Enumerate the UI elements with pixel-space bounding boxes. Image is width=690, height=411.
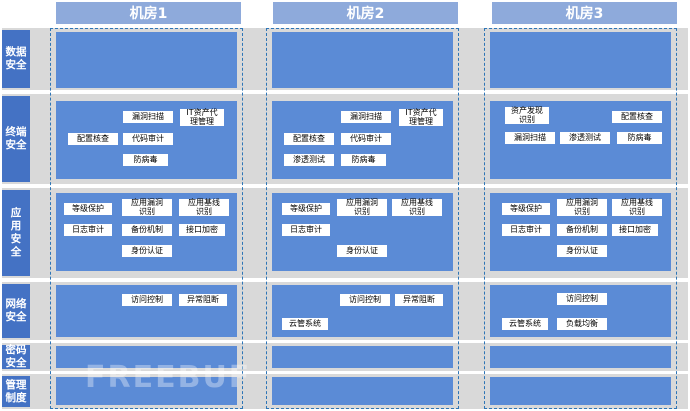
room-2-header: 机房2 [273, 2, 458, 24]
tag-r3-app-vuln: 应用漏洞 识别 [557, 198, 607, 216]
cell-r1-management [56, 377, 237, 405]
tag-r1-api-encrypt: 接口加密 [179, 224, 225, 236]
room-1-outline [50, 28, 243, 409]
cell-r1-network [56, 285, 237, 337]
cell-r2-data [272, 32, 453, 88]
tag-r3-api-encrypt: 接口加密 [612, 224, 658, 236]
row-label-management: 管理 制度 [2, 376, 30, 407]
tag-r3-load-balance: 负载均衡 [557, 318, 607, 330]
tag-r2-pentest: 渗透测试 [284, 154, 334, 166]
tag-r3-backup: 备份机制 [557, 224, 607, 236]
tag-r3-app-baseline: 应用基线 识别 [612, 198, 662, 216]
tag-r1-log-audit: 日志审计 [64, 224, 112, 236]
tag-r3-antivirus: 防病毒 [617, 132, 662, 144]
tag-r1-identity: 身份认证 [122, 245, 172, 257]
tag-r1-anomaly-block: 异常阻断 [179, 294, 227, 306]
tag-r2-anomaly-block: 异常阻断 [395, 294, 443, 306]
tag-r1-app-vuln: 应用漏洞 识别 [122, 198, 172, 216]
cell-r2-crypto [272, 346, 453, 368]
tag-r1-level-protect: 等级保护 [64, 203, 112, 215]
tag-r2-it-asset: IT资产代 理管理 [399, 108, 443, 126]
cell-r1-crypto [56, 346, 237, 368]
tag-r3-access-control: 访问控制 [557, 293, 607, 305]
row-label-data-security: 数据 安全 [2, 30, 30, 88]
tag-r2-leak-scan: 漏洞扫描 [341, 111, 391, 123]
tag-r3-log-audit: 日志审计 [502, 224, 550, 236]
tag-r1-app-baseline: 应用基线 识别 [179, 198, 229, 216]
row-label-crypto-security: 密码 安全 [2, 344, 30, 369]
tag-r2-app-baseline: 应用基线 识别 [392, 198, 442, 216]
tag-r2-identity: 身份认证 [337, 245, 387, 257]
tag-r2-config-check: 配置核查 [284, 133, 334, 145]
tag-r2-level-protect: 等级保护 [282, 203, 330, 215]
tag-r1-backup: 备份机制 [122, 224, 172, 236]
tag-r1-config-check: 配置核查 [68, 133, 118, 145]
tag-r3-config-check: 配置核查 [612, 111, 662, 123]
cell-r3-management [490, 377, 671, 405]
tag-r1-access-control: 访问控制 [122, 294, 172, 306]
tag-r2-access-control: 访问控制 [340, 294, 390, 306]
cell-r1-data [56, 32, 237, 88]
room-3-header: 机房3 [492, 2, 677, 24]
cell-r3-data [490, 32, 671, 88]
tag-r3-identity: 身份认证 [557, 245, 607, 257]
tag-r1-code-audit: 代码审计 [123, 133, 173, 145]
tag-r2-antivirus: 防病毒 [341, 154, 386, 166]
watermark-logo: FREEBUF [85, 360, 252, 395]
tag-r1-leak-scan: 漏洞扫描 [123, 111, 173, 123]
row-label-network-security: 网络 安全 [2, 284, 30, 338]
tag-r2-cloud-mgmt: 云管系统 [282, 318, 328, 330]
tag-r3-cloud-mgmt: 云管系统 [502, 318, 548, 330]
room-1-header: 机房1 [56, 2, 241, 24]
tag-r3-leak-scan: 漏洞扫描 [505, 132, 555, 144]
tag-r2-log-audit: 日志审计 [282, 224, 330, 236]
tag-r2-code-audit: 代码审计 [341, 133, 391, 145]
tag-r3-asset-discovery: 资产发现 识别 [505, 106, 549, 124]
tag-r1-antivirus: 防病毒 [123, 154, 168, 166]
tag-r2-app-vuln: 应用漏洞 识别 [337, 198, 387, 216]
room-3-outline [484, 28, 677, 409]
row-label-terminal-security: 终端 安全 [2, 96, 30, 182]
cell-r3-crypto [490, 346, 671, 368]
tag-r3-level-protect: 等级保护 [502, 203, 550, 215]
room-2-outline [266, 28, 459, 409]
row-label-application-security: 应 用 安 全 [2, 190, 30, 276]
tag-r3-pentest: 渗透测试 [560, 132, 610, 144]
tag-r1-it-asset: IT资产代 理管理 [180, 108, 224, 126]
cell-r2-management [272, 377, 453, 405]
